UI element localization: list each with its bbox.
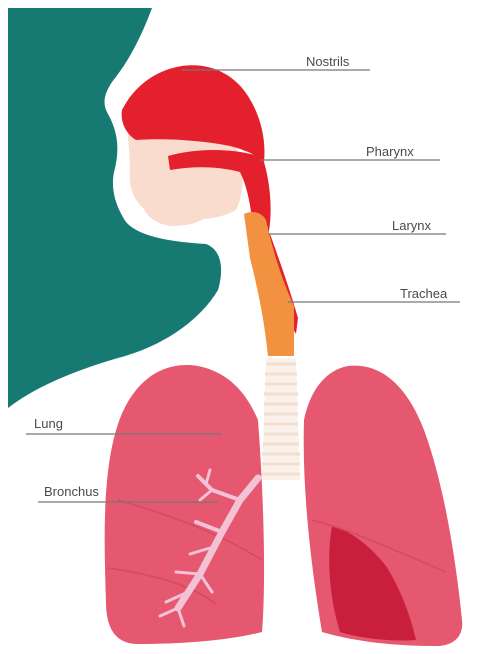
trachea-cartilage-core <box>262 358 300 480</box>
label-lung: Lung <box>34 416 63 431</box>
label-pharynx: Pharynx <box>366 144 414 159</box>
label-trachea: Trachea <box>400 286 448 301</box>
label-larynx: Larynx <box>392 218 432 233</box>
label-nostrils: Nostrils <box>306 54 350 69</box>
label-bronchus: Bronchus <box>44 484 99 499</box>
